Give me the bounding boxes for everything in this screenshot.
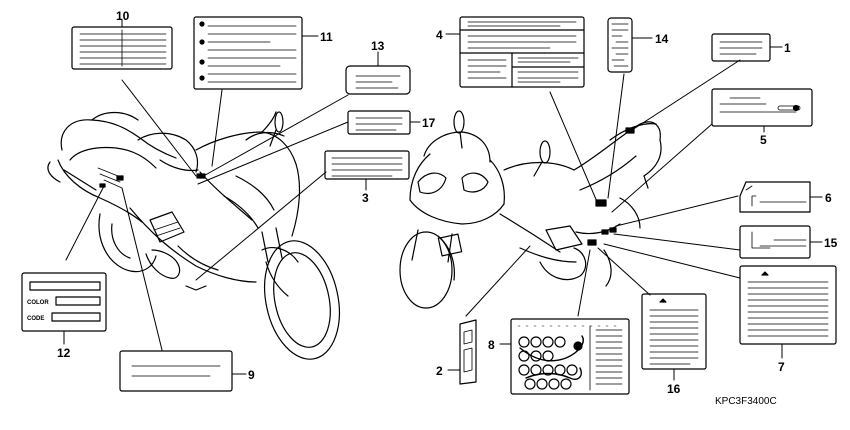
callout-4: 4 bbox=[436, 28, 443, 42]
label-16 bbox=[641, 293, 707, 370]
label-1 bbox=[711, 33, 771, 62]
leader-lines bbox=[65, 59, 741, 351]
label-3 bbox=[324, 150, 410, 180]
label-11 bbox=[193, 16, 303, 90]
callout-10: 10 bbox=[116, 9, 130, 23]
label-6 bbox=[739, 181, 811, 213]
callout-2: 2 bbox=[436, 364, 443, 378]
motorcycle-right bbox=[399, 110, 662, 309]
callout-15: 15 bbox=[824, 236, 838, 250]
callout-14: 14 bbox=[655, 32, 669, 46]
callout-9: 9 bbox=[248, 368, 255, 382]
callout-16: 16 bbox=[667, 382, 681, 396]
callout-ticks bbox=[63, 19, 823, 381]
label-14 bbox=[607, 17, 633, 73]
label-8 bbox=[510, 318, 630, 395]
label-13 bbox=[345, 65, 411, 95]
callout-17: 17 bbox=[422, 116, 436, 130]
callout-6: 6 bbox=[825, 191, 832, 205]
callout-1: 1 bbox=[784, 41, 791, 55]
callout-8: 8 bbox=[488, 338, 495, 352]
motorcycle-left bbox=[47, 111, 340, 360]
label-17 bbox=[347, 110, 411, 135]
label-7 bbox=[739, 265, 837, 345]
label-5 bbox=[711, 88, 813, 127]
label-2 bbox=[459, 319, 477, 385]
callout-12: 12 bbox=[57, 346, 71, 360]
callout-5: 5 bbox=[760, 133, 767, 147]
callout-11: 11 bbox=[320, 30, 333, 44]
label-12-color-text: COLOR bbox=[27, 300, 49, 306]
callout-3: 3 bbox=[362, 191, 369, 205]
label-9 bbox=[119, 350, 233, 392]
label-15 bbox=[739, 225, 811, 259]
label-12-code-text: CODE bbox=[27, 316, 44, 322]
callout-13: 13 bbox=[371, 39, 385, 53]
label-10 bbox=[71, 26, 173, 70]
diagram-code: KPC3F3400C bbox=[715, 396, 777, 407]
label-4 bbox=[459, 16, 585, 88]
callout-7: 7 bbox=[778, 360, 785, 374]
